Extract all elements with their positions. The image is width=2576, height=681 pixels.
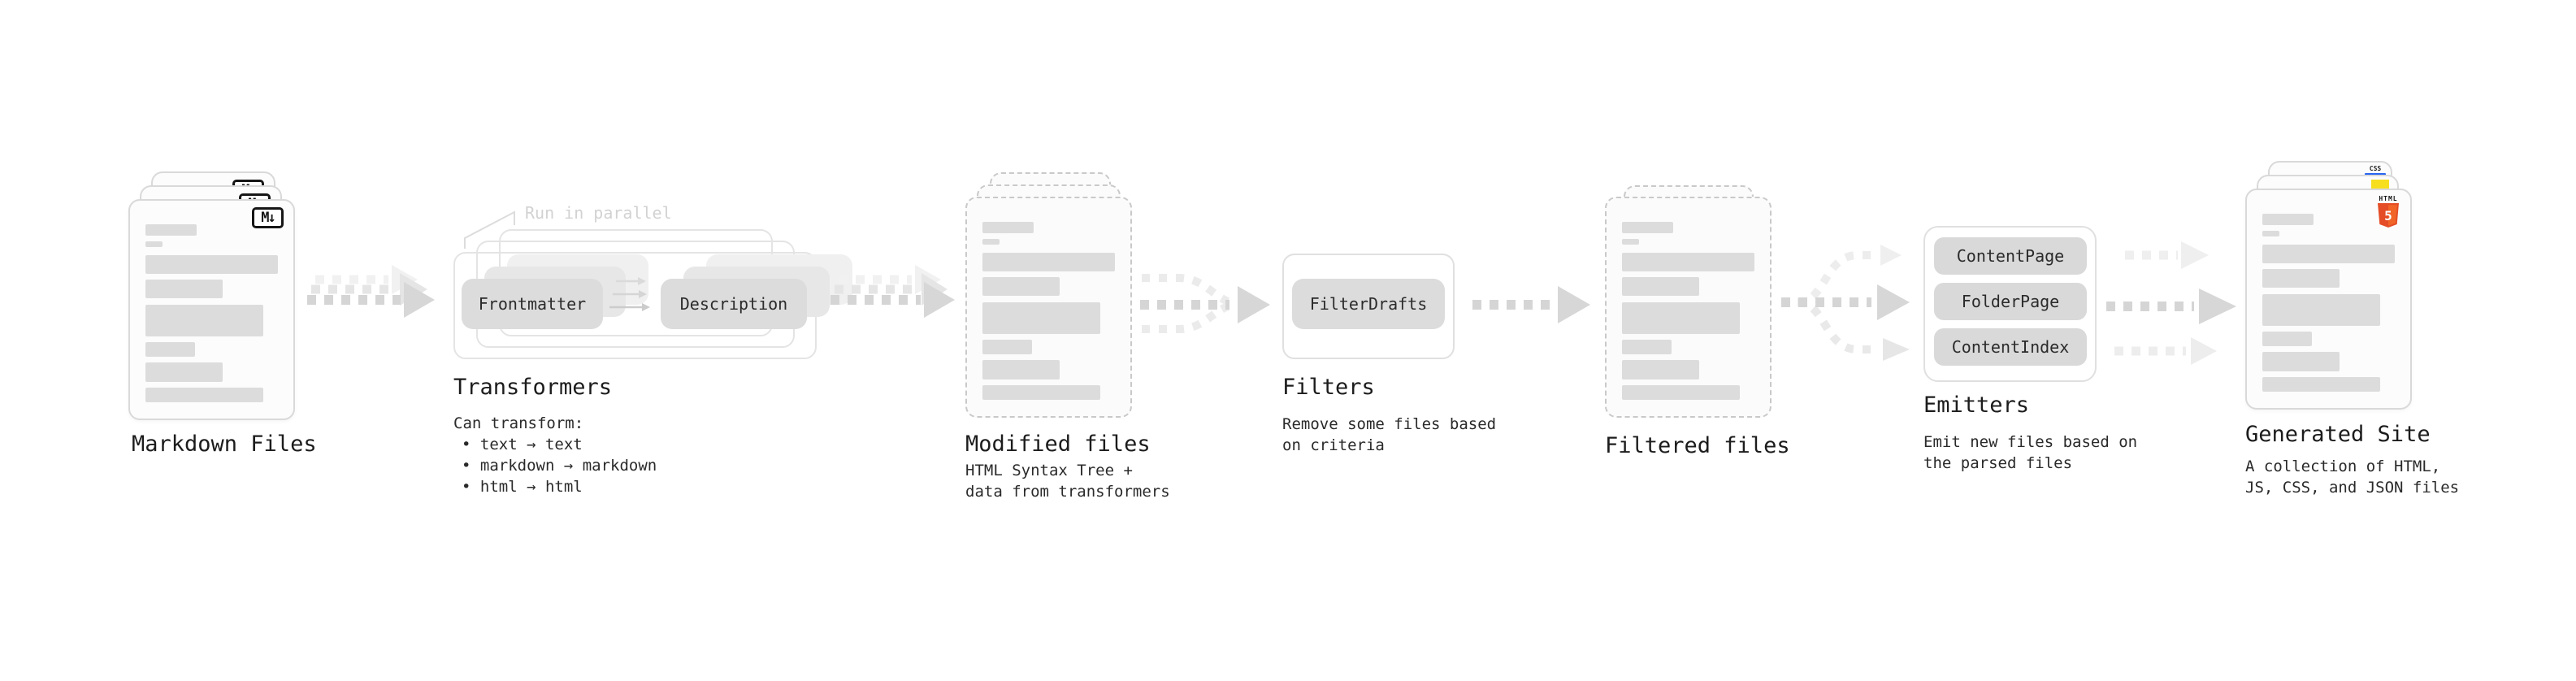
modified-file-card xyxy=(965,197,1132,418)
frontmatter-box: Frontmatter xyxy=(462,279,603,329)
stage-label-markdown-files: Markdown Files xyxy=(132,432,317,457)
generated-site-note: A collection of HTML, JS, CSS, and JSON … xyxy=(2245,456,2459,498)
modified-files-note: HTML Syntax Tree + data from transformer… xyxy=(965,460,1170,502)
contentindex-box: ContentIndex xyxy=(1934,328,2087,366)
stage-label-emitters: Emitters xyxy=(1923,393,2030,418)
filters-note: Remove some files based on criteria xyxy=(1282,414,1496,456)
arrow-markdown-to-transformers xyxy=(307,265,435,318)
stage-label-transformers: Transformers xyxy=(453,375,613,400)
description-box: Description xyxy=(661,279,807,329)
note-line: JS, CSS, and JSON files xyxy=(2245,479,2460,497)
note-line: Can transform: xyxy=(453,414,584,432)
stage-label-filtered-files: Filtered files xyxy=(1605,433,1790,458)
stage-label-generated-site: Generated Site xyxy=(2245,422,2431,447)
note-line: HTML Syntax Tree + xyxy=(965,462,1133,479)
folderpage-box: FolderPage xyxy=(1934,283,2087,320)
note-line: A collection of HTML, xyxy=(2245,458,2441,475)
css-icon-label: CSS xyxy=(2369,165,2382,172)
run-in-parallel-annotation: Run in parallel xyxy=(525,203,672,223)
arrow-emitters-to-generated xyxy=(2106,241,2236,365)
markdown-icon: M↓ xyxy=(252,207,284,228)
filterdrafts-box: FilterDrafts xyxy=(1292,279,1445,329)
transformers-note: Can transform: • text → text • markdown … xyxy=(453,413,657,497)
markdown-file-card: M↓ xyxy=(128,199,295,420)
html5-icon: HTML 5 xyxy=(2376,195,2400,228)
stage-label-filters: Filters xyxy=(1282,375,1375,400)
filtered-file-card xyxy=(1605,197,1772,418)
note-bullet: • text → text xyxy=(462,436,583,453)
emitters-frame xyxy=(1923,226,2097,382)
note-line: data from transformers xyxy=(965,483,1170,501)
stage-label-modified-files: Modified files xyxy=(965,432,1151,457)
javascript-icon xyxy=(2371,180,2389,191)
note-bullet: • html → html xyxy=(462,478,583,496)
note-bullet: • markdown → markdown xyxy=(462,457,657,475)
note-line: on criteria xyxy=(1282,436,1385,454)
note-line: Emit new files based on xyxy=(1923,433,2138,451)
svg-text:5: 5 xyxy=(2384,208,2392,223)
emitters-note: Emit new files based on the parsed files xyxy=(1923,432,2137,474)
filters-frame xyxy=(1282,254,1455,359)
arrow-filters-to-filtered xyxy=(1472,286,1590,323)
arrow-filtered-to-emitters-fanout xyxy=(1781,245,1910,361)
generated-file-card-html: HTML 5 xyxy=(2245,189,2412,410)
arrow-modified-to-filters-merge xyxy=(1140,274,1270,333)
note-line: Remove some files based xyxy=(1282,415,1497,433)
note-line: the parsed files xyxy=(1923,454,2073,472)
contentpage-box: ContentPage xyxy=(1934,237,2087,275)
html5-icon-label: HTML xyxy=(2379,195,2398,202)
